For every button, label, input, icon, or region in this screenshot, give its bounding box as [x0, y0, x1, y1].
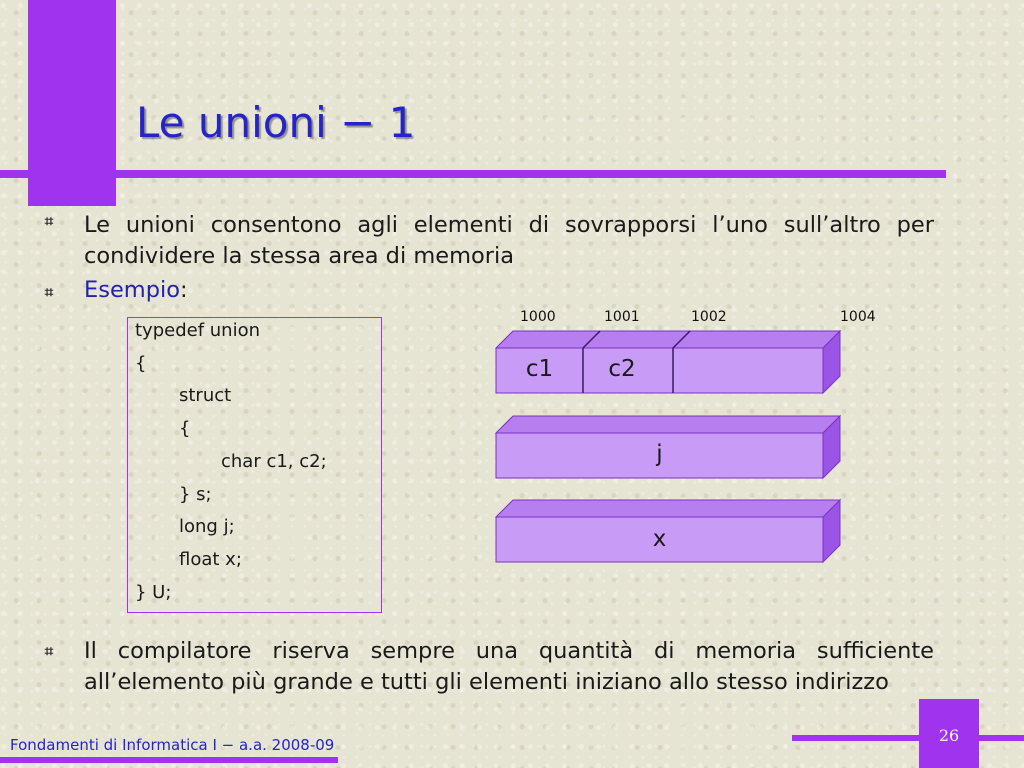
- cell-label-c2: c2: [608, 356, 636, 382]
- hash-bullet-icon: ⌗: [44, 212, 54, 230]
- code-line: } U;: [135, 582, 172, 603]
- page-number: 26: [938, 726, 960, 745]
- page-number-box: [919, 699, 979, 768]
- example-heading: Esempio:: [84, 275, 188, 306]
- title-rule: [0, 170, 946, 178]
- bullet-text-2: Il compilatore riserva sempre una quanti…: [84, 638, 934, 695]
- address-label: 1004: [840, 309, 876, 325]
- code-box: [127, 317, 382, 613]
- hash-bullet-icon: ⌗: [44, 283, 54, 301]
- address-label: 1001: [604, 309, 640, 325]
- memory-box-float: [494, 498, 842, 564]
- code-line: struct: [179, 385, 232, 406]
- code-line: float x;: [179, 549, 242, 570]
- hash-bullet-icon: ⌗: [44, 642, 54, 660]
- code-line: long j;: [179, 516, 235, 537]
- cell-label-c1: c1: [525, 356, 554, 382]
- bullet-text-1: Le unioni consentono agli elementi di so…: [84, 212, 934, 269]
- code-line: {: [179, 418, 191, 439]
- footer-rule-right: [792, 735, 1024, 741]
- cell-label-j: j: [656, 441, 663, 467]
- footer-rule-left: [0, 757, 338, 763]
- example-colon: :: [180, 277, 188, 303]
- code-line: {: [135, 353, 147, 374]
- address-label: 1002: [691, 309, 727, 325]
- slide-title: Le unioni − 1: [136, 98, 416, 147]
- example-label: Esempio: [84, 277, 180, 303]
- memory-box-struct: [494, 329, 842, 395]
- code-line: } s;: [179, 484, 212, 505]
- cell-label-x: x: [652, 526, 667, 552]
- address-label: 1000: [520, 309, 556, 325]
- memory-box-long: [494, 414, 842, 480]
- code-line: typedef union: [135, 320, 261, 341]
- code-line: char c1, c2;: [221, 451, 327, 472]
- footer-course: Fondamenti di Informatica I − a.a. 2008-…: [10, 736, 335, 754]
